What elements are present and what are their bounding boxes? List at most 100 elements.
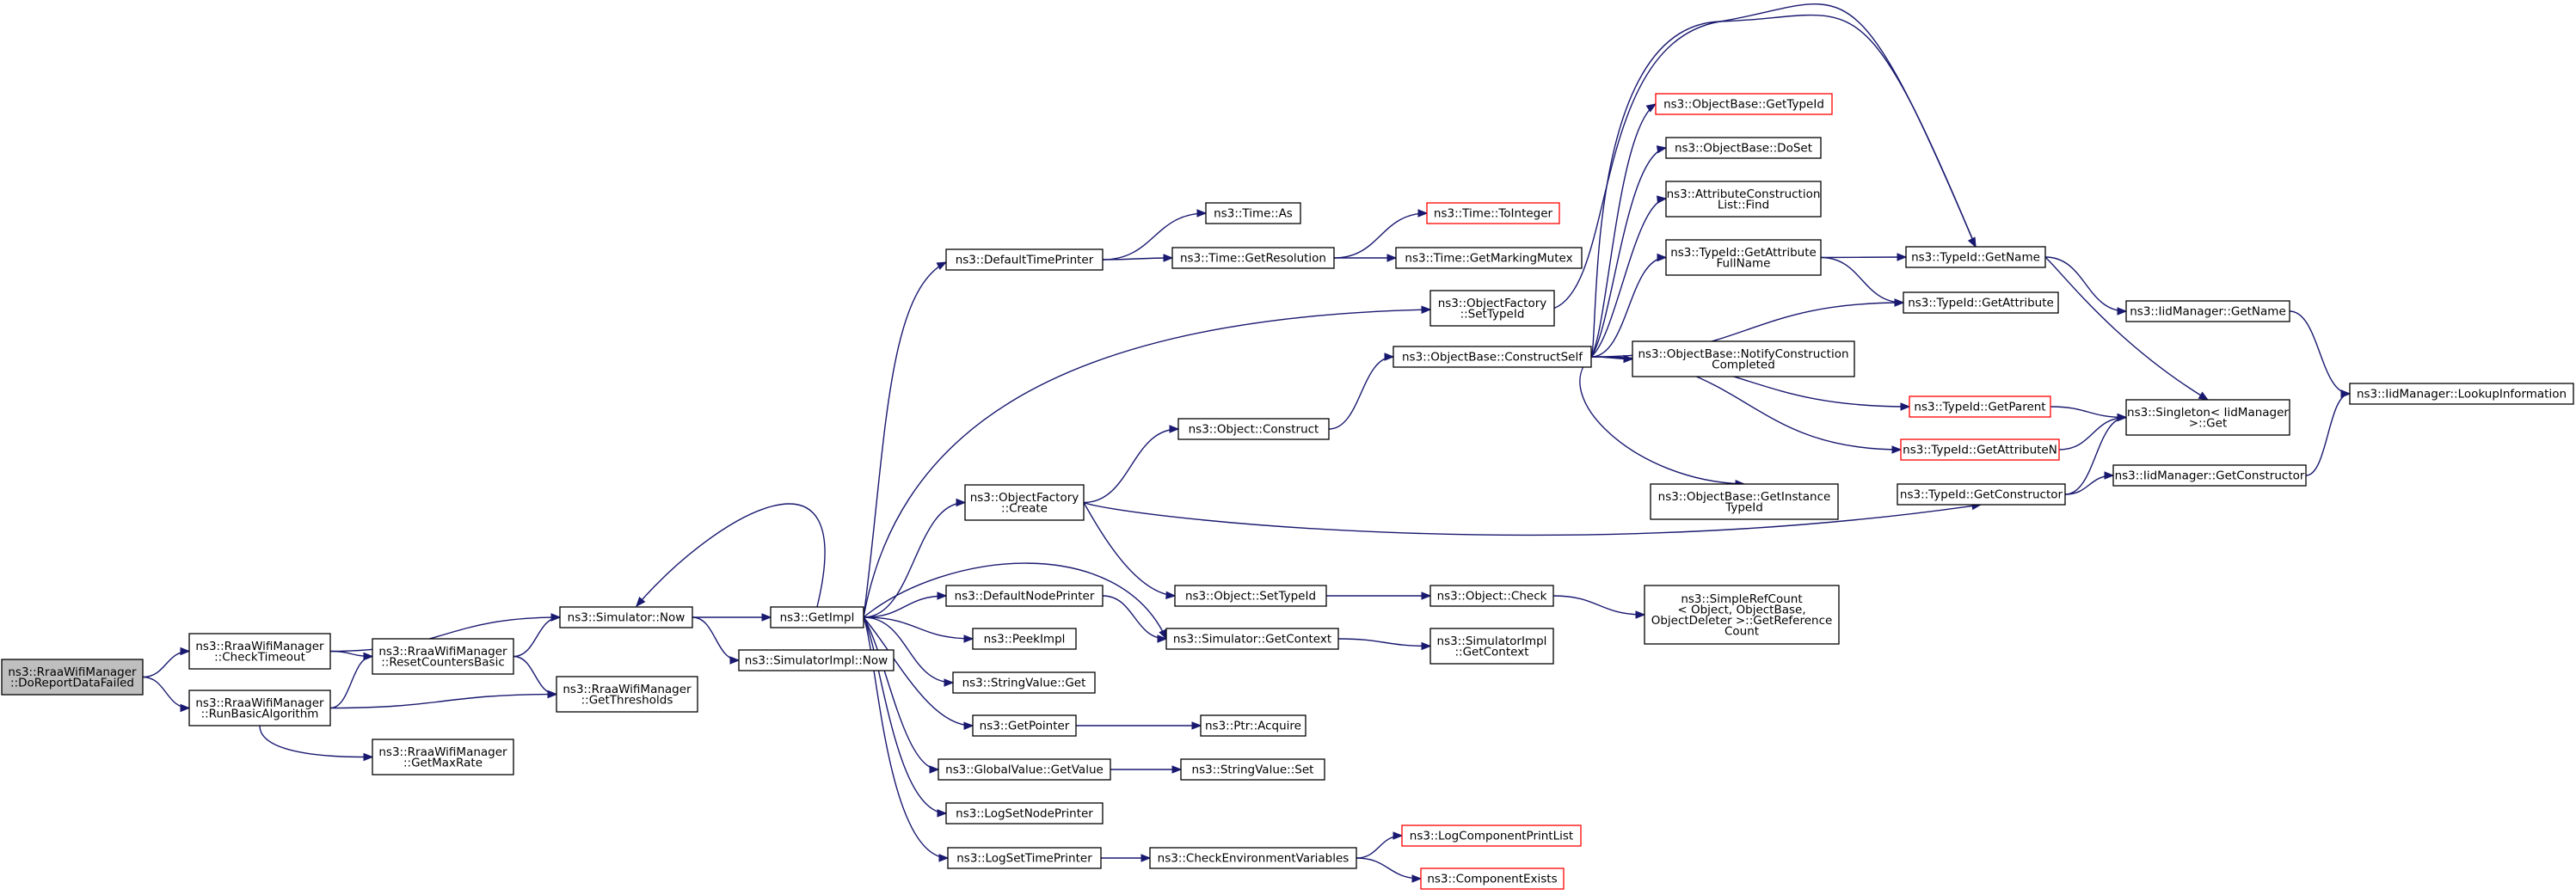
node-ofCreate[interactable]: ns3::ObjectFactory::Create xyxy=(964,484,1085,521)
edge-checkEnv-logCompPrint xyxy=(1356,835,1403,859)
node-label: ::Create xyxy=(1001,501,1048,515)
edge-arrowhead xyxy=(2198,391,2210,401)
node-strValSet[interactable]: ns3::StringValue::Set xyxy=(1180,758,1325,781)
edge-arrowhead xyxy=(1171,765,1183,774)
edge-arrowhead xyxy=(938,854,950,862)
node-box xyxy=(372,739,514,775)
node-label: Completed xyxy=(1712,358,1775,371)
edge-simNow-simImplNow xyxy=(692,616,740,661)
edge-arrowhead xyxy=(1140,854,1152,862)
node-simImplNow[interactable]: ns3::SimulatorImpl::Now xyxy=(738,649,895,671)
node-resetCounters[interactable]: ns3::RraaWifiManager::ResetCountersBasic xyxy=(372,638,514,675)
node-getThresholds[interactable]: ns3::RraaWifiManager::GetThresholds xyxy=(556,676,698,713)
node-notifyConstr[interactable]: ns3::ObjectBase::NotifyConstructionCompl… xyxy=(1632,340,1855,377)
node-checkEnv[interactable]: ns3::CheckEnvironmentVariables xyxy=(1149,847,1357,869)
node-label: ::DoReportDataFailed xyxy=(10,676,134,690)
node-label: ns3::ComponentExists xyxy=(1427,873,1557,886)
node-iidLookup[interactable]: ns3::IidManager::LookupInformation xyxy=(2349,383,2574,405)
node-box xyxy=(188,690,331,726)
edge-arrowhead xyxy=(180,647,191,656)
node-typeIdGetConstr[interactable]: ns3::TypeId::GetConstructor xyxy=(1897,483,2066,506)
node-defaultNodePrinter[interactable]: ns3::DefaultNodePrinter xyxy=(945,585,1104,607)
node-label: ns3::TypeId::GetName xyxy=(1911,251,2040,265)
node-typeIdGetAttr[interactable]: ns3::TypeId::GetAttribute xyxy=(1903,291,2059,314)
node-label: ns3::Time::GetMarkingMutex xyxy=(1405,252,1572,266)
node-objSetTypeId[interactable]: ns3::Object::SetTypeId xyxy=(1174,585,1327,607)
node-timeAs[interactable]: ns3::Time::As xyxy=(1205,202,1301,224)
node-box xyxy=(1,659,144,696)
edge-arrowhead xyxy=(1635,610,1646,619)
node-root[interactable]: ns3::RraaWifiManager::DoReportDataFailed xyxy=(1,659,144,696)
node-typeIdGetAttrN[interactable]: ns3::TypeId::GetAttributeN xyxy=(1900,438,2060,461)
edge-objBaseConstruct-typeIdGetName xyxy=(1590,14,1977,358)
node-getPointer[interactable]: ns3::GetPointer xyxy=(972,714,1077,737)
node-ptrAcquire[interactable]: ns3::Ptr::Acquire xyxy=(1200,714,1306,737)
node-checkTimeout[interactable]: ns3::RraaWifiManager::CheckTimeout xyxy=(188,633,331,670)
node-objConstruct[interactable]: ns3::Object::Construct xyxy=(1177,418,1330,440)
node-timeMutex[interactable]: ns3::Time::GetMarkingMutex xyxy=(1395,247,1583,269)
node-label: ::GetMaxRate xyxy=(403,756,483,769)
edge-checkTimeout-simNow xyxy=(329,616,561,653)
edge-arrowhead xyxy=(1897,253,1908,261)
node-label: ns3::ObjectBase::ConstructSelf xyxy=(1402,351,1583,365)
node-timeGetRes[interactable]: ns3::Time::GetResolution xyxy=(1171,247,1335,269)
edge-arrowhead xyxy=(1421,641,1432,651)
node-runBasic[interactable]: ns3::RraaWifiManager::RunBasicAlgorithm xyxy=(188,690,331,726)
node-box xyxy=(945,248,1104,271)
node-box xyxy=(770,606,864,628)
node-box xyxy=(964,484,1085,521)
node-label: TypeId xyxy=(1725,500,1763,514)
node-label: ns3::GetImpl xyxy=(780,611,855,625)
node-iidGetName[interactable]: ns3::IidManager::GetName xyxy=(2125,300,2290,322)
node-box xyxy=(1429,585,1554,607)
edge-arrowhead xyxy=(944,678,955,687)
node-globalGetValue[interactable]: ns3::GlobalValue::GetValue xyxy=(938,758,1111,781)
node-ofSetTypeId[interactable]: ns3::ObjectFactory::SetTypeId xyxy=(1429,290,1555,327)
node-singletonGet[interactable]: ns3::Singleton< IidManager>::Get xyxy=(2125,399,2290,436)
node-timeToInt[interactable]: ns3::Time::ToInteger xyxy=(1426,202,1560,224)
node-logCompPrint[interactable]: ns3::LogComponentPrintList xyxy=(1401,825,1582,847)
node-objCheck[interactable]: ns3::Object::Check xyxy=(1429,585,1554,607)
edge-arrowhead xyxy=(1645,103,1657,113)
node-iidGetConstr[interactable]: ns3::IidManager::GetConstructor xyxy=(2112,464,2307,487)
node-typeIdGetName[interactable]: ns3::TypeId::GetName xyxy=(1905,246,2046,268)
node-label: ns3::IidManager::GetName xyxy=(2130,305,2286,319)
node-label: ns3::TypeId::GetAttributeN xyxy=(1903,444,2057,457)
node-box xyxy=(559,606,693,628)
node-objBaseConstruct[interactable]: ns3::ObjectBase::ConstructSelf xyxy=(1393,346,1592,368)
node-box xyxy=(1650,483,1839,520)
node-objBaseDoSet[interactable]: ns3::ObjectBase::DoSet xyxy=(1665,137,1822,159)
node-simNow[interactable]: ns3::Simulator::Now xyxy=(559,606,693,628)
node-typeIdGetParent[interactable]: ns3::TypeId::GetParent xyxy=(1909,395,2051,418)
node-box xyxy=(1632,340,1855,377)
node-logSetTime[interactable]: ns3::LogSetTimePrinter xyxy=(947,847,1102,869)
node-compExists[interactable]: ns3::ComponentExists xyxy=(1420,867,1565,890)
node-label: ::SetTypeId xyxy=(1460,307,1525,321)
edge-arrowhead xyxy=(1411,874,1423,883)
node-label: ::ResetCountersBasic xyxy=(381,655,505,669)
edge-arrowhead xyxy=(2340,389,2352,398)
node-simGetContext[interactable]: ns3::Simulator::GetContext xyxy=(1165,628,1339,650)
node-box xyxy=(1174,585,1327,607)
node-simpleRef[interactable]: ns3::SimpleRefCount< Object, ObjectBase,… xyxy=(1644,585,1840,645)
node-box xyxy=(1205,202,1301,224)
node-getMaxRate[interactable]: ns3::RraaWifiManager::GetMaxRate xyxy=(372,739,514,775)
node-label: ns3::Simulator::Now xyxy=(568,611,685,625)
node-objBaseGetTypeId[interactable]: ns3::ObjectBase::GetTypeId xyxy=(1655,93,1833,115)
node-label: ns3::Singleton< IidManager xyxy=(2127,406,2289,420)
node-simImplGetContext[interactable]: ns3::SimulatorImpl::GetContext xyxy=(1429,628,1554,665)
node-strValGet[interactable]: ns3::StringValue::Get xyxy=(952,671,1096,694)
node-box xyxy=(738,649,895,671)
node-box xyxy=(2349,383,2574,405)
node-box xyxy=(952,671,1096,694)
node-peekImpl[interactable]: ns3::PeekImpl xyxy=(972,628,1077,650)
edge-getImpl-simGetContext xyxy=(863,562,1167,640)
node-defaultTimePrinter[interactable]: ns3::DefaultTimePrinter xyxy=(945,248,1104,271)
node-logSetNode[interactable]: ns3::LogSetNodePrinter xyxy=(945,802,1104,825)
edge-root-checkTimeout xyxy=(142,650,190,678)
node-getImpl[interactable]: ns3::GetImpl xyxy=(770,606,864,628)
edge-arrowhead xyxy=(2104,471,2115,480)
